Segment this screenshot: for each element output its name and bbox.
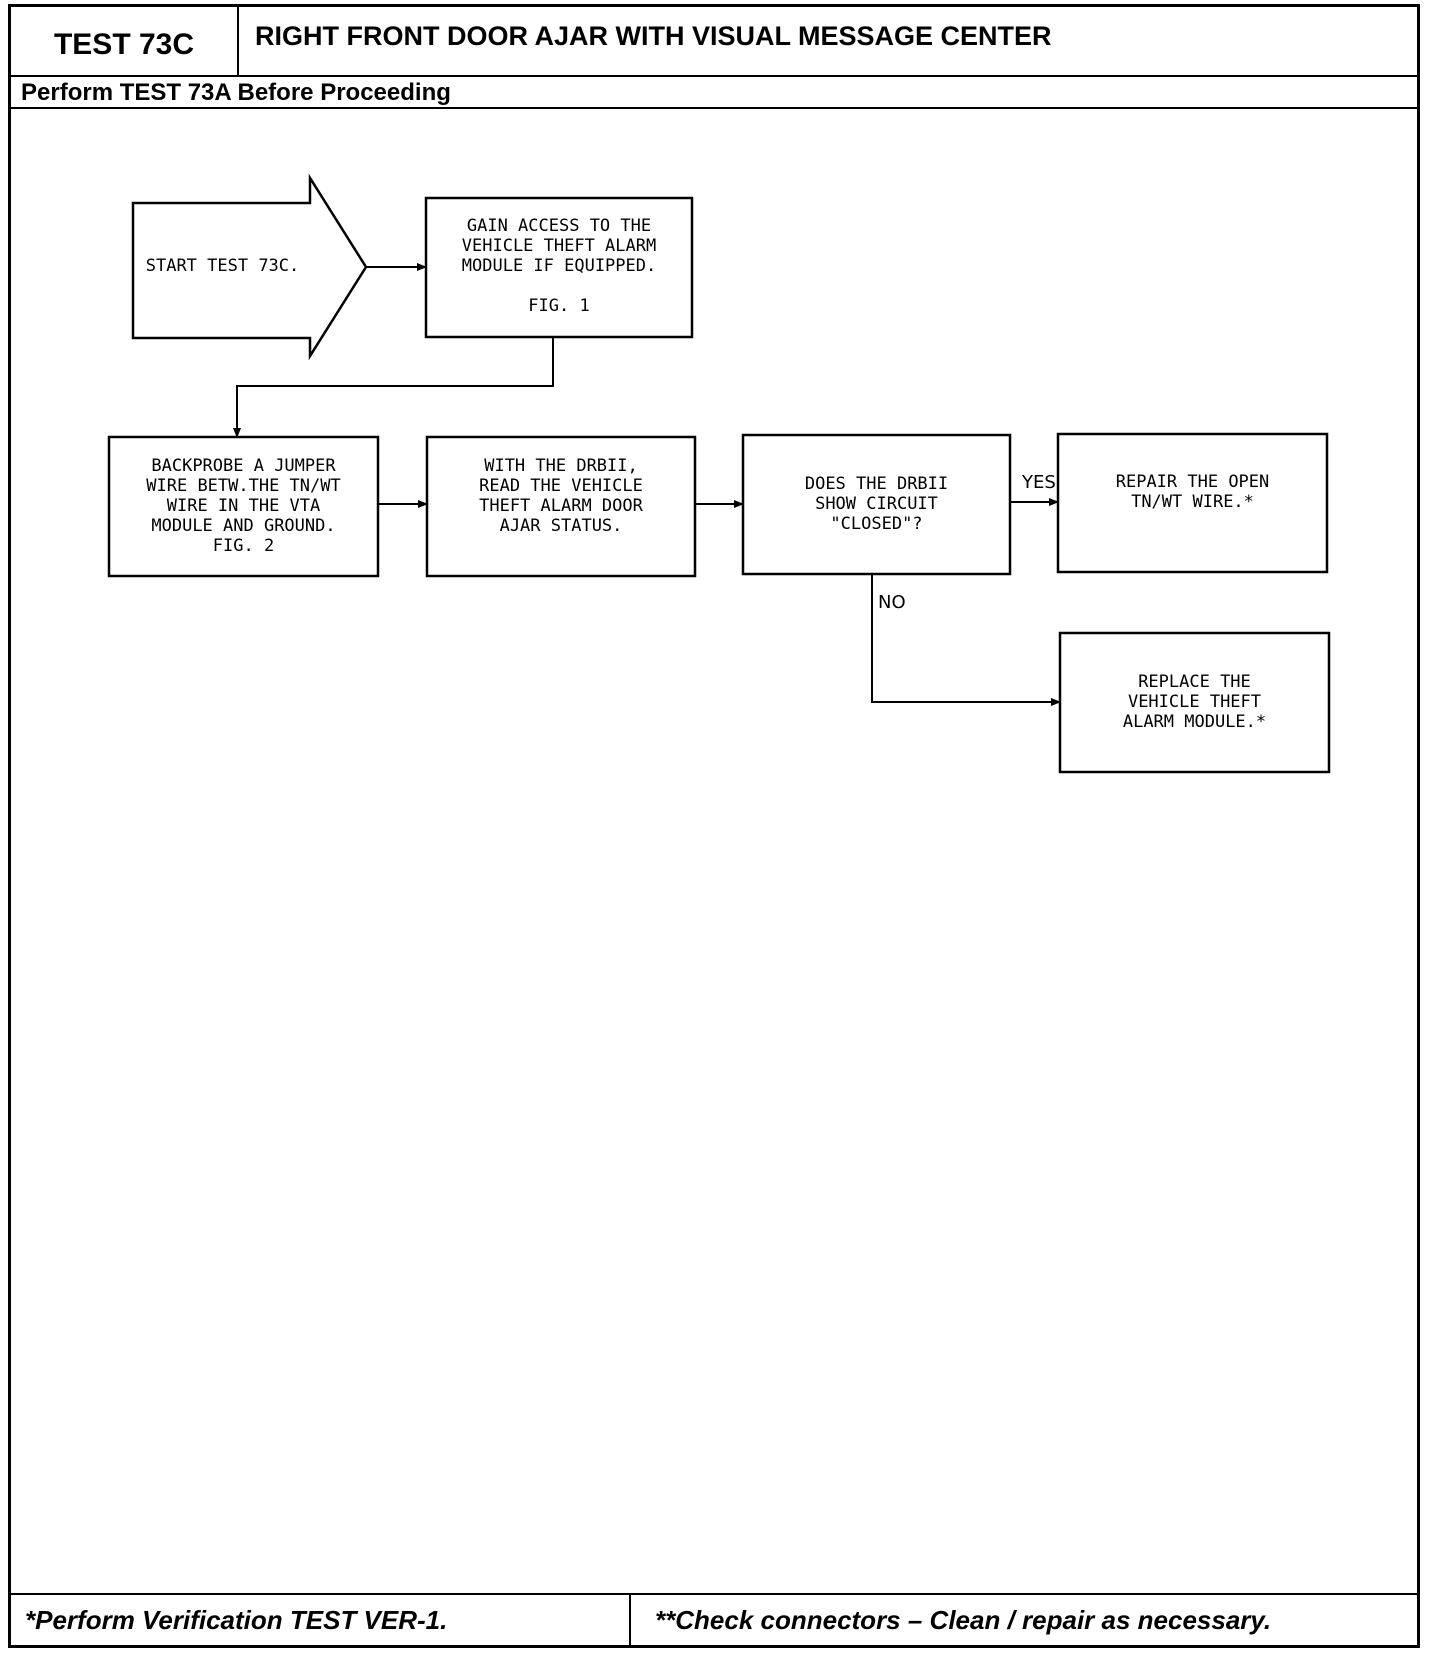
step1-text: GAIN ACCESS TO THE VEHICLE THEFT ALARM M… bbox=[461, 216, 657, 316]
prerequisite-row: Perform TEST 73A Before Proceeding bbox=[11, 77, 1417, 109]
decision-text: DOES THE DRBII SHOW CIRCUIT "CLOSED"? bbox=[804, 474, 949, 534]
step1-box bbox=[424, 196, 694, 339]
test-page: TEST 73C RIGHT FRONT DOOR AJAR WITH VISU… bbox=[8, 4, 1420, 1648]
no-result-box bbox=[1058, 631, 1331, 774]
step1-label: GAIN ACCESS TO THE VEHICLE THEFT ALARM M… bbox=[428, 216, 690, 316]
step3-label: WITH THE DRBII, READ THE VEHICLE THEFT A… bbox=[429, 456, 693, 536]
footer-verification-note: *Perform Verification TEST VER-1. bbox=[25, 1604, 448, 1635]
yes-edge-label: YES bbox=[1022, 472, 1056, 493]
yes-result-text: REPAIR THE OPEN TN/WT WIRE.* bbox=[1115, 472, 1270, 512]
footer-divider bbox=[629, 1595, 631, 1645]
no-result-text: REPLACE THE VEHICLE THEFT ALARM MODULE.* bbox=[1122, 672, 1267, 732]
start-label: START TEST 73C. bbox=[140, 256, 305, 276]
test-title: RIGHT FRONT DOOR AJAR WITH VISUAL MESSAG… bbox=[255, 21, 1052, 51]
test-id: TEST 73C bbox=[11, 7, 239, 75]
yes-result-box bbox=[1056, 432, 1329, 574]
step3-box bbox=[425, 435, 697, 578]
step2-text: BACKPROBE A JUMPER WIRE BETW.THE TN/WT W… bbox=[146, 456, 341, 556]
step2-label: BACKPROBE A JUMPER WIRE BETW.THE TN/WT W… bbox=[111, 456, 376, 556]
decision-label: DOES THE DRBII SHOW CIRCUIT "CLOSED"? bbox=[745, 474, 1008, 534]
step3-text: WITH THE DRBII, READ THE VEHICLE THEFT A… bbox=[479, 456, 643, 536]
no-result-label: REPLACE THE VEHICLE THEFT ALARM MODULE.* bbox=[1062, 672, 1327, 732]
footer-row: *Perform Verification TEST VER-1. **Chec… bbox=[11, 1593, 1417, 1645]
yes-result-label: REPAIR THE OPEN TN/WT WIRE.* bbox=[1060, 472, 1325, 512]
decision-box bbox=[741, 433, 1012, 576]
footer-connectors-note: **Check connectors – Clean / repair as n… bbox=[655, 1604, 1272, 1635]
connector-step1-to-step2 bbox=[233, 337, 554, 438]
no-edge-label: NO bbox=[878, 592, 906, 613]
header-row: TEST 73C RIGHT FRONT DOOR AJAR WITH VISU… bbox=[11, 7, 1417, 77]
connector-decision-no bbox=[871, 574, 1061, 706]
start-text: START TEST 73C. bbox=[145, 256, 300, 276]
step2-box bbox=[107, 435, 380, 578]
start-arrow-shape bbox=[131, 173, 368, 361]
prerequisite-text: Perform TEST 73A Before Proceeding bbox=[21, 79, 451, 106]
